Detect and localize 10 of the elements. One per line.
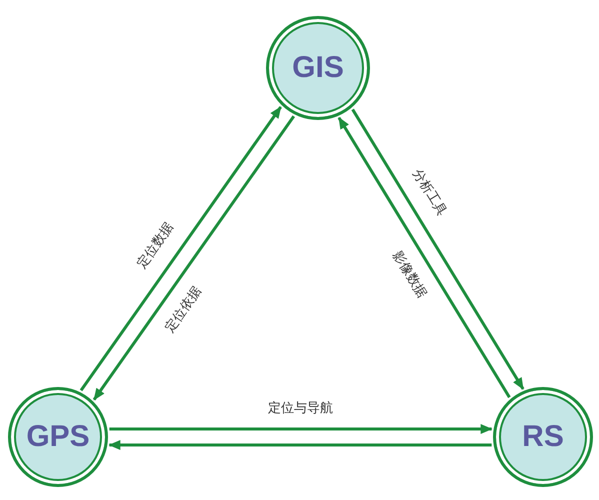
arrow: [108, 440, 492, 450]
edge-label: 定位与导航: [266, 401, 335, 417]
node-label: RS: [522, 420, 564, 454]
arrow: [92, 115, 296, 400]
node-label: GPS: [26, 420, 90, 454]
arrow: [109, 424, 493, 434]
arrow: [338, 116, 511, 398]
node-label: GIS: [292, 51, 344, 85]
arrow: [80, 106, 282, 392]
arrow: [351, 108, 524, 390]
